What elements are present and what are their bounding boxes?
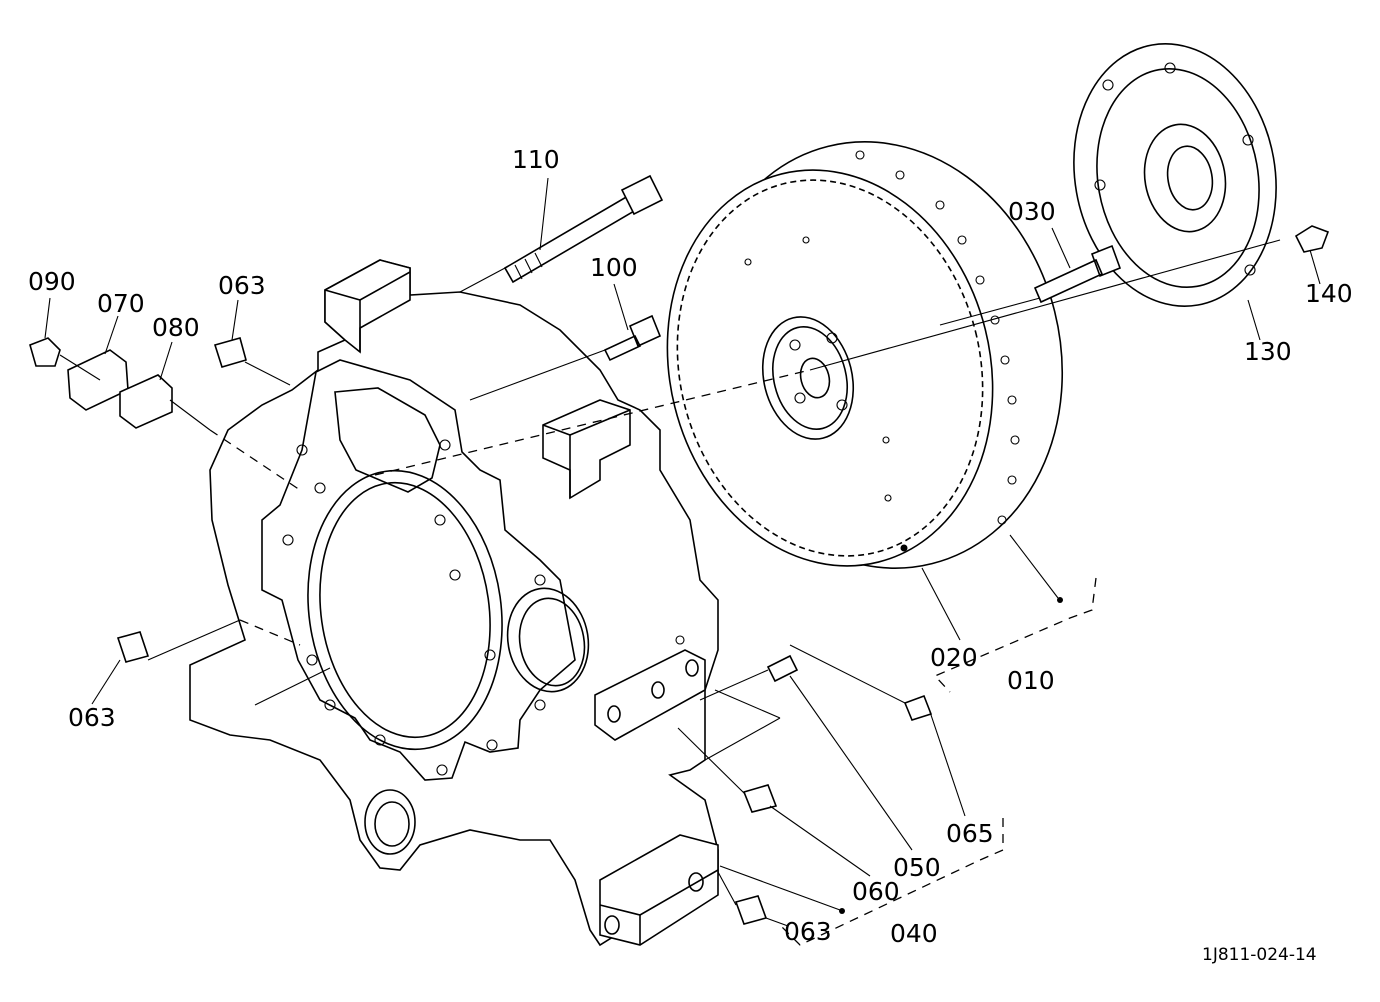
- label-050: 050: [893, 853, 941, 882]
- gasket-080: [119, 374, 173, 429]
- flywheel-ring-gear: [666, 141, 1064, 569]
- plug-063-top: [213, 337, 247, 368]
- bolt-030: [1033, 244, 1122, 304]
- label-140: 140: [1305, 279, 1353, 308]
- plug-063-bottom: [734, 895, 768, 925]
- flywheel-housing: [189, 259, 719, 947]
- label-010: 010: [1007, 666, 1055, 695]
- stud-bolt-110: [503, 174, 664, 284]
- label-130: 130: [1244, 337, 1292, 366]
- label-060: 060: [852, 877, 900, 906]
- label-063-bottom: 063: [784, 917, 832, 946]
- cover-plate-070: [67, 349, 129, 411]
- label-063-left: 063: [68, 703, 116, 732]
- bolt-140: [1294, 225, 1330, 253]
- dowel-pin-050: [766, 654, 799, 683]
- callout-labels: 110 100 030 140 130 090 070 080 063 063 …: [28, 145, 1353, 965]
- bolt-100: [603, 314, 662, 362]
- assembly-lines: [59, 239, 1281, 906]
- label-110: 110: [512, 145, 560, 174]
- label-020: 020: [930, 643, 978, 672]
- plug-060: [742, 784, 778, 813]
- leader-lines: [44, 177, 1321, 927]
- bracket-010: [933, 577, 1097, 693]
- bracket-040: [779, 818, 1004, 946]
- label-040: 040: [890, 919, 938, 948]
- label-100: 100: [590, 253, 638, 282]
- label-080: 080: [152, 313, 200, 342]
- bolt-090: [29, 337, 61, 367]
- plug-065: [903, 694, 933, 721]
- drawing-code: 1J811-024-14: [1202, 945, 1317, 965]
- label-063-top: 063: [218, 271, 266, 300]
- label-030: 030: [1008, 197, 1056, 226]
- label-070: 070: [97, 289, 145, 318]
- label-090: 090: [28, 267, 76, 296]
- drive-plate: [1073, 43, 1277, 307]
- plug-063-left: [116, 631, 150, 663]
- label-065: 065: [946, 819, 994, 848]
